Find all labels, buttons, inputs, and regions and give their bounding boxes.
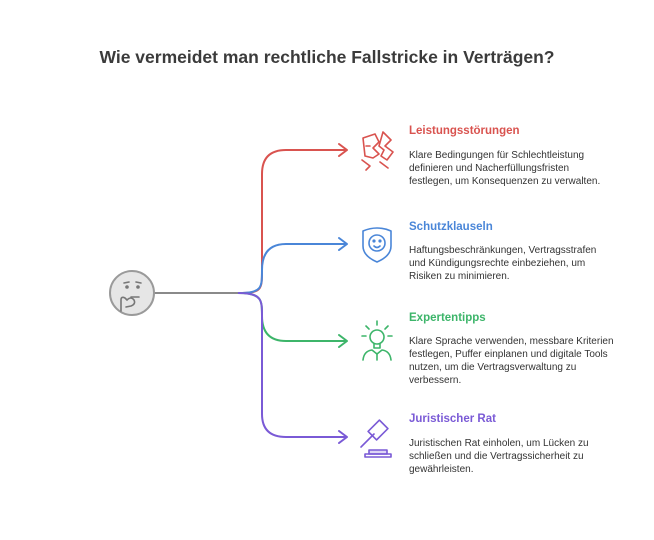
expertentipps-description: Klare Sprache verwenden, messbare Kriter… <box>409 336 614 386</box>
thinking-face-icon <box>109 270 155 316</box>
arrowhead-schutzklauseln <box>338 237 348 251</box>
arrowhead-leistungsstoerungen <box>338 143 348 157</box>
gavel-icon <box>360 419 392 458</box>
lightbulb-person-icon <box>361 320 393 361</box>
expertentipps-title: Expertentipps <box>409 312 486 324</box>
branch-juristischer-rat <box>237 292 346 438</box>
juristischer-rat-description: Juristischen Rat einholen, um Lücken zu … <box>409 438 589 475</box>
branch-schutzklauseln <box>237 243 346 294</box>
broken-contract-icon <box>361 131 394 171</box>
leistungsstoerungen-description: Klare Bedingungen für Schlechtleistung d… <box>409 150 601 187</box>
schutzklauseln-description: Haftungsbeschränkungen, Vertragsstrafen … <box>409 245 597 282</box>
branch-expertentipps <box>237 292 346 342</box>
juristischer-rat-title: Juristischer Rat <box>409 413 496 425</box>
arrowhead-expertentipps <box>338 334 348 348</box>
schutzklauseln-title: Schutzklauseln <box>409 221 493 233</box>
shield-face-icon <box>362 227 392 263</box>
page-title: Wie vermeidet man rechtliche Fallstricke… <box>99 47 555 67</box>
branch-leistungsstoerungen <box>237 149 346 294</box>
leistungsstoerungen-title: Leistungsstörungen <box>409 125 520 137</box>
arrowhead-juristischer-rat <box>338 430 348 444</box>
